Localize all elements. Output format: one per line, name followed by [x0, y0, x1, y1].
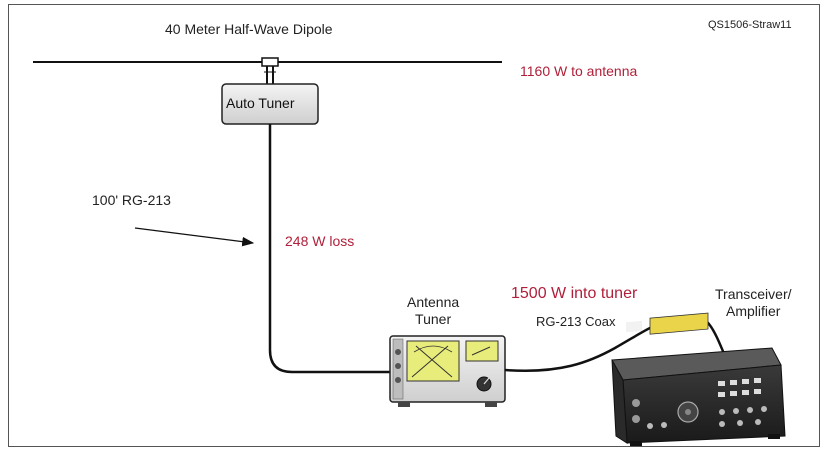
coax-100ft-rg213	[268, 124, 392, 374]
transceiver-label: Transceiver/ Amplifier	[715, 286, 792, 320]
antenna-tuner-label-line1: Antenna	[407, 294, 460, 310]
transceiver-label-line1: Transceiver/	[715, 286, 792, 302]
coax-type-label: RG-213 Coax	[536, 314, 616, 329]
loss-label: 248 W loss	[285, 233, 355, 249]
antenna-tuner-label-line2: Tuner	[415, 311, 452, 328]
transceiver-amplifier-unit	[611, 312, 786, 446]
diagram-frame	[8, 4, 820, 447]
coax-annotation-arrow	[134, 227, 255, 247]
feed-point	[261, 57, 279, 84]
power-into-tuner-label: 1500 W into tuner	[511, 285, 638, 302]
coax-length-label: 100' RG-213	[92, 192, 171, 208]
figure-id: QS1506-Straw11	[708, 19, 792, 31]
antenna-tuner-unit	[389, 335, 506, 407]
power-to-antenna-label: 1160 W to antenna	[520, 63, 638, 79]
antenna-tuner-label: Antenna Tuner	[407, 294, 459, 328]
diagram-title: 40 Meter Half-Wave Dipole	[165, 21, 333, 37]
transceiver-label-line2: Amplifier	[726, 303, 781, 320]
auto-tuner-label: Auto Tuner	[226, 95, 295, 111]
